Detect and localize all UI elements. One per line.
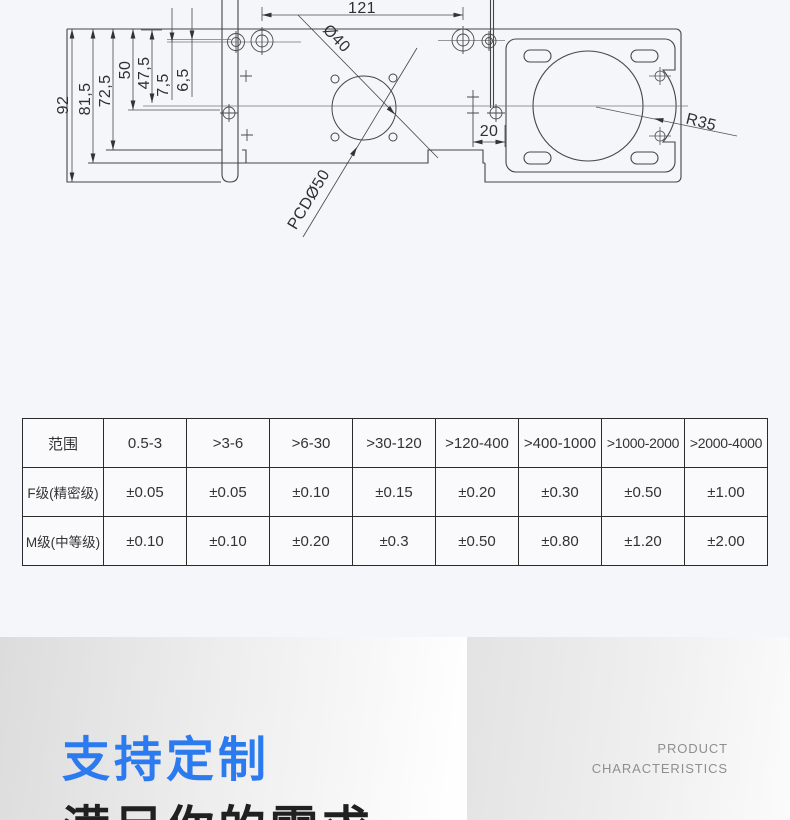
header-col: 0.5-3: [103, 418, 187, 468]
promo-banner: 支持定制 满足你的需求 PRODUCT CHARACTERISTICS: [0, 637, 790, 820]
cell: ±0.10: [103, 516, 187, 566]
cell: ±0.05: [186, 467, 270, 517]
cad-drawing-svg: 121 92 81,5 72,5 50 47,5 7,5 6,5 20 Ø40 …: [55, 0, 738, 238]
row-label-m: M级(中等级): [22, 516, 104, 566]
cell: ±0.3: [352, 516, 436, 566]
pcd-circle-group: [297, 14, 439, 238]
cell: ±0.15: [352, 467, 436, 517]
cell: ±0.50: [435, 516, 519, 566]
label-dia40: Ø40: [319, 22, 353, 56]
header-range: 范围: [22, 418, 104, 468]
flange-holes: [649, 67, 671, 145]
caption-line-2: CHARACTERISTICS: [591, 761, 728, 776]
header-col: >400-1000: [518, 418, 602, 468]
dim-20: 20: [480, 123, 499, 140]
header-col: >3-6: [186, 418, 270, 468]
banner-right-panel: PRODUCT CHARACTERISTICS: [467, 637, 790, 820]
dim-47-5: 47,5: [136, 57, 153, 90]
dim-92: 92: [55, 96, 72, 115]
headline-secondary: 满足你的需求: [62, 803, 374, 820]
cell: ±0.80: [518, 516, 602, 566]
dim-7-5: 7,5: [155, 73, 172, 96]
banner-left-panel: 支持定制 满足你的需求: [0, 637, 467, 820]
plate-outline: [66, 0, 682, 183]
technical-drawing: 121 92 81,5 72,5 50 47,5 7,5 6,5 20 Ø40 …: [55, 0, 738, 238]
dimension-arrows: [69, 12, 505, 182]
row-label-f: F级(精密级): [22, 467, 104, 517]
cell: ±0.30: [518, 467, 602, 517]
cell: ±0.10: [269, 467, 353, 517]
dim-81-5: 81,5: [77, 83, 94, 116]
dim-50: 50: [117, 61, 134, 80]
pcd-leader-arrow: [350, 145, 360, 157]
table-header-row: 范围 0.5-3 >3-6 >6-30 >30-120 >120-400 >40…: [22, 418, 768, 468]
dimension-labels: 121 92 81,5 72,5 50 47,5 7,5 6,5 20 Ø40 …: [55, 0, 718, 233]
flange-plate: [505, 38, 677, 173]
label-r35: R35: [684, 111, 718, 135]
cell: ±2.00: [684, 516, 768, 566]
header-col: >2000-4000: [684, 418, 768, 468]
dim-121: 121: [348, 0, 376, 17]
cell: ±1.20: [601, 516, 685, 566]
caption-line-1: PRODUCT: [657, 741, 728, 756]
dimension-lines: [71, 7, 506, 182]
cell: ±0.50: [601, 467, 685, 517]
cell: ±0.20: [435, 467, 519, 517]
table-row-m-grade: M级(中等级) ±0.10 ±0.10 ±0.20 ±0.3 ±0.50 ±0.…: [22, 516, 768, 566]
dim-6-5: 6,5: [175, 68, 192, 91]
cell: ±1.00: [684, 467, 768, 517]
r35-leader: [595, 106, 738, 137]
cell: ±0.05: [103, 467, 187, 517]
header-col: >30-120: [352, 418, 436, 468]
dim-72-5: 72,5: [97, 75, 114, 108]
cell: ±0.10: [186, 516, 270, 566]
label-pcd50: PCDØ50: [285, 167, 334, 233]
cell: ±0.20: [269, 516, 353, 566]
table-row-f-grade: F级(精密级) ±0.05 ±0.05 ±0.10 ±0.15 ±0.20 ±0…: [22, 467, 768, 517]
headline-primary: 支持定制: [62, 734, 271, 787]
header-col: >1000-2000: [601, 418, 685, 468]
centerlines: [143, 39, 688, 107]
header-col: >6-30: [269, 418, 353, 468]
header-col: >120-400: [435, 418, 519, 468]
product-characteristics-caption: PRODUCT CHARACTERISTICS: [592, 739, 728, 779]
bolt-holes: [220, 26, 505, 147]
tolerance-table: 范围 0.5-3 >3-6 >6-30 >30-120 >120-400 >40…: [22, 418, 768, 566]
